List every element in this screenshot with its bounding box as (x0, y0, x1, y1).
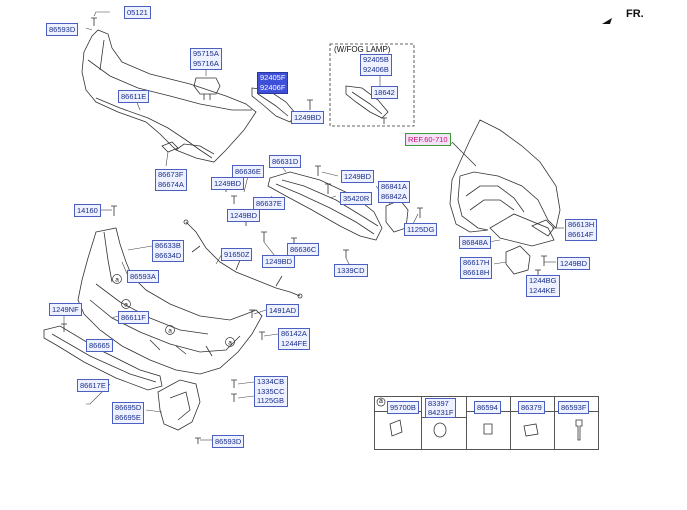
part-label[interactable]: 86611E (118, 90, 150, 103)
part-label: 86673F (158, 170, 184, 179)
part-label[interactable]: 1249BD (227, 209, 261, 222)
part-label[interactable]: 1249BD (557, 257, 591, 270)
part-label[interactable]: 86593A (127, 270, 159, 283)
part-label: 1244FE (281, 339, 308, 348)
legend-cell-header: 86379 (510, 397, 554, 414)
part-label[interactable]: 1339CD (334, 264, 368, 277)
part-label: 1244KE (529, 286, 556, 295)
part-label: 92406B (363, 65, 389, 74)
part-label[interactable]: 1491AD (266, 304, 300, 317)
legend-cell: 86594 (466, 397, 511, 449)
legend-cell: 95700B (375, 397, 422, 449)
part-label[interactable]: 1125DG (404, 223, 438, 236)
part-label: 92406F (260, 83, 286, 92)
bumper-beam (267, 171, 383, 241)
part-label[interactable]: 1249BD (291, 111, 325, 124)
legend-cell-header: 95700B (375, 397, 421, 414)
part-label[interactable]: 05121 (124, 6, 151, 19)
front-arrow-icon (602, 18, 612, 24)
part-label[interactable]: 86594 (474, 401, 501, 414)
part-label: 1335CC (257, 386, 285, 396)
legend-cell: 86379 (510, 397, 555, 449)
part-label: 86633B (155, 241, 181, 250)
legend-cell: 86593F (554, 397, 598, 449)
part-label[interactable]: 95700B (387, 401, 419, 414)
part-label[interactable]: 86636E (232, 165, 264, 178)
quarter-panel-ref (449, 119, 561, 233)
legend-cell-header: 86594 (466, 397, 510, 414)
callout-a-3: a (168, 328, 172, 335)
part-label[interactable]: 86593D (212, 435, 245, 448)
part-label: 1125GB (257, 396, 284, 405)
part-label[interactable]: 86593F (558, 401, 590, 414)
part-label[interactable]: 18642 (371, 86, 398, 99)
part-label[interactable]: 86636C (287, 243, 320, 256)
part-label: 86142A (281, 329, 307, 338)
part-label[interactable]: 86848A (459, 236, 491, 249)
front-direction-label: FR. (626, 8, 644, 20)
part-label: 1334CB (257, 377, 285, 386)
part-label: 95715A (193, 49, 219, 58)
part-label[interactable]: 86631D (269, 155, 302, 168)
reference-label[interactable]: REF.60-710 (405, 133, 451, 146)
rear-bumper-upper-cover (81, 29, 257, 163)
part-label: 86695E (115, 413, 141, 422)
part-label[interactable]: 35420R (340, 192, 373, 205)
part-label: 86634D (155, 251, 182, 260)
callout-a-4: a (228, 340, 232, 347)
part-label[interactable]: 1249BD (211, 177, 245, 190)
part-label[interactable]: 86593D (46, 23, 79, 36)
part-label: 1244BG (529, 276, 557, 285)
callout-a-2: a (124, 302, 128, 309)
part-label[interactable]: 86665 (86, 339, 113, 352)
part-label[interactable]: 86617E (77, 379, 109, 392)
wiring-harness (185, 221, 301, 297)
part-label: 83397 (428, 399, 449, 408)
part-label: 86695D (115, 403, 142, 412)
part-label[interactable]: 86611F (118, 311, 149, 324)
part-label[interactable]: 86379 (518, 401, 545, 414)
part-label: 95716A (193, 59, 219, 68)
part-label[interactable]: 86637E (253, 197, 285, 210)
fog-lamp-box-title: (W/FOG LAMP) (334, 45, 391, 54)
part-label: 86842A (381, 192, 407, 201)
part-label: 86614F (568, 230, 594, 239)
part-label[interactable]: 1249NF (49, 303, 82, 316)
part-label: 86617H (463, 258, 490, 267)
callout-a-1: a (115, 277, 119, 284)
fog-lamp-box (329, 43, 415, 127)
part-label: 86841A (381, 182, 407, 191)
part-label[interactable]: 1249BD (341, 170, 375, 183)
legend-callout-a: a (379, 398, 383, 405)
part-label: 84231F (428, 408, 454, 417)
part-label[interactable]: 14160 (74, 204, 101, 217)
part-label[interactable]: 1249BD (262, 255, 296, 268)
part-label: 86618H (463, 268, 490, 277)
part-label: 86613H (568, 220, 595, 229)
reflector-upper (251, 87, 297, 123)
legend-cell-header: 86593F (554, 397, 598, 414)
part-label: 92405F (260, 73, 286, 82)
part-label: 92405B (363, 55, 389, 64)
part-label: 86674A (158, 180, 184, 189)
part-label[interactable]: 91650Z (221, 248, 253, 261)
